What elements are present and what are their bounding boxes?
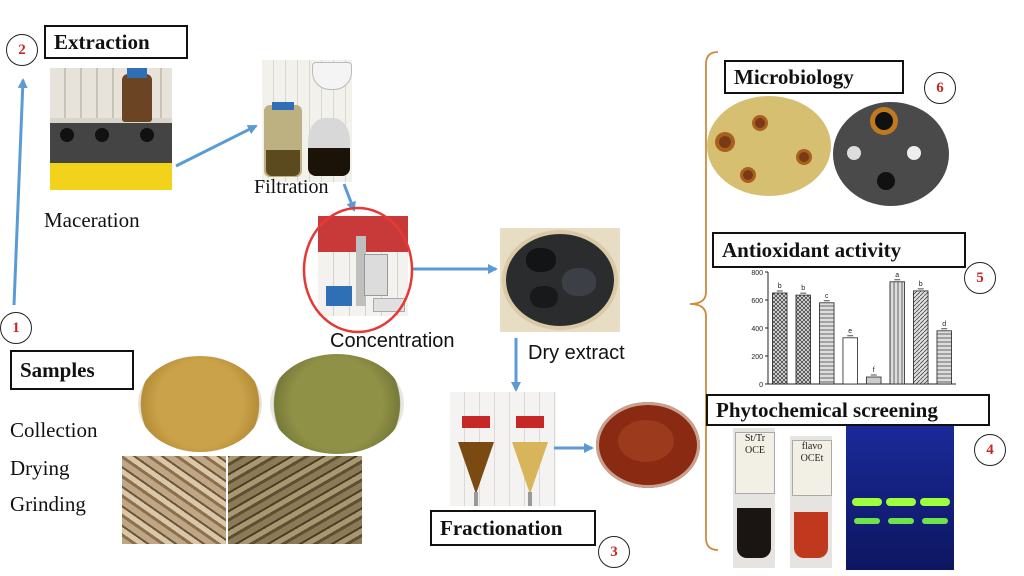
- antioxidant-label: Antioxidant activity: [712, 232, 966, 268]
- bar-4: [842, 337, 858, 385]
- bar-letter: a: [895, 272, 899, 279]
- fractionation-text: Fractionation: [440, 515, 563, 540]
- filtration-photo: [262, 60, 352, 182]
- concentration-highlight-circle: [302, 206, 414, 334]
- petri-dish-1-photo: [707, 96, 831, 196]
- arrow-maceration-to-filtration: [175, 124, 258, 168]
- petri-dish-2-photo: [833, 102, 949, 206]
- bar-letter: b: [919, 281, 923, 288]
- brace: [689, 51, 719, 551]
- y-tick-label: 0: [759, 382, 763, 389]
- microbiology-label: Microbiology: [724, 60, 904, 94]
- rotary-evaporator-photo: [318, 216, 408, 316]
- bar-letter: b: [778, 283, 782, 290]
- tube-1-label: St/Tr OCE: [735, 432, 775, 494]
- bar-2: [795, 294, 811, 385]
- powder-1-photo: [138, 356, 262, 452]
- y-tick-label: 400: [751, 326, 763, 333]
- bar-letter: e: [848, 328, 852, 335]
- bar-letter: d: [942, 321, 946, 328]
- bar-1: [772, 292, 788, 385]
- samples-text: Samples: [20, 357, 95, 382]
- antioxidant-text: Antioxidant activity: [722, 237, 902, 262]
- step-number-2: 2: [6, 34, 38, 66]
- y-tick-label: 800: [751, 270, 763, 277]
- y-tick-label: 600: [751, 298, 763, 305]
- phytochemical-label: Phytochemical screening: [706, 394, 990, 426]
- bar-letter: f: [873, 367, 875, 374]
- grinding-text: Grinding: [10, 492, 86, 516]
- bar-letter: b: [801, 285, 805, 292]
- tlc-plate-photo: [846, 424, 954, 570]
- maceration-photo: [50, 68, 172, 190]
- step-number-6: 6: [924, 72, 956, 104]
- phytochemical-text: Phytochemical screening: [716, 397, 938, 422]
- arrow-samples-to-extraction: [12, 78, 28, 306]
- drying-text: Drying: [10, 456, 70, 480]
- step-number-1: 1: [0, 312, 32, 344]
- concentration-text: Concentration: [330, 330, 455, 352]
- maceration-text: Maceration: [44, 208, 140, 232]
- microbiology-text: Microbiology: [734, 64, 854, 89]
- filtration-text: Filtration: [254, 176, 329, 198]
- bar-letter: c: [825, 293, 829, 300]
- extraction-text: Extraction: [54, 29, 150, 54]
- bar-3: [819, 302, 835, 385]
- bar-7: [913, 290, 929, 385]
- arrow-filtration-to-concentration: [342, 183, 356, 212]
- dry-extract-photo: [500, 228, 620, 332]
- step-number-4: 4: [974, 434, 1006, 466]
- tube-2-label: flavo OCEt: [792, 440, 832, 496]
- dry-leaves-2-photo: [228, 456, 362, 544]
- fractionation-photo: [450, 392, 556, 506]
- y-tick-label: 200: [751, 354, 763, 361]
- antioxidant-bar-chart: 800 600 400 200 0 b b c e f a b d: [751, 270, 956, 389]
- collection-text: Collection: [10, 418, 98, 442]
- test-tube-2-photo: flavo OCEt: [790, 436, 832, 568]
- bar-8: [936, 330, 952, 385]
- test-tube-1-photo: St/Tr OCE: [733, 428, 775, 568]
- samples-label: Samples: [10, 350, 134, 390]
- bar-6: [889, 281, 905, 385]
- bar-5: [866, 376, 882, 385]
- fractionation-label: Fractionation: [430, 510, 596, 546]
- dry-extract-text: Dry extract: [528, 342, 625, 364]
- extraction-label: Extraction: [44, 25, 188, 59]
- powder-2-photo: [270, 354, 404, 454]
- step-number-3: 3: [598, 536, 630, 568]
- dry-leaves-1-photo: [122, 456, 226, 544]
- fraction-dish-photo: [596, 402, 700, 488]
- step-number-5: 5: [964, 262, 996, 294]
